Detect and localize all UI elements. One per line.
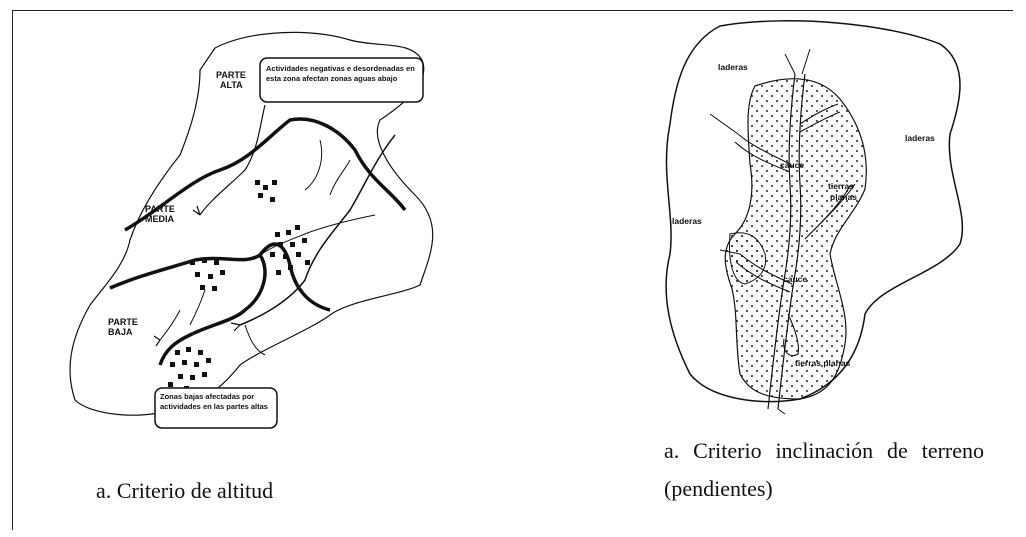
caption-altitude: a. Criterio de altitud bbox=[96, 472, 396, 510]
label-tierras-planas-1: tierras planas bbox=[828, 181, 857, 202]
divide-line bbox=[160, 255, 265, 365]
stream bbox=[160, 310, 180, 340]
stream bbox=[245, 325, 265, 355]
altitude-watershed-diagram: PARTE ALTA PARTE MEDIA PARTE BAJA Activi… bbox=[50, 20, 500, 440]
label-laderas-left: laderas bbox=[672, 216, 702, 226]
label-parte-alta-l1: PARTE bbox=[216, 70, 246, 80]
stream bbox=[190, 290, 205, 325]
label-cauce-top: cauce bbox=[780, 160, 804, 170]
label-parte-alta: PARTE ALTA bbox=[216, 70, 248, 90]
label-parte-baja: PARTE BAJA bbox=[108, 317, 140, 337]
stream bbox=[330, 160, 350, 195]
caption-slope: a. Criterio inclinación de terreno (pend… bbox=[664, 432, 984, 508]
settlement-cluster-middle bbox=[270, 225, 310, 275]
stream bbox=[305, 140, 322, 190]
stream bbox=[193, 206, 200, 215]
label-tierras-planas-2: tierras planas bbox=[795, 358, 851, 368]
settlement-cluster-lower bbox=[168, 347, 211, 391]
altitude-watershed-svg: PARTE ALTA PARTE MEDIA PARTE BAJA Activi… bbox=[50, 20, 500, 440]
callout-top-text: Actividades negativas e desordenadas en … bbox=[266, 64, 418, 84]
slope-watershed-svg: laderas laderas laderas cauce cauce tier… bbox=[640, 14, 1020, 414]
label-parte-media: PARTE MEDIA bbox=[145, 204, 177, 224]
settlement-cluster-upper bbox=[255, 180, 277, 202]
label-laderas-right: laderas bbox=[905, 133, 935, 143]
settlement-cluster-left bbox=[190, 258, 225, 291]
stream bbox=[154, 336, 160, 346]
slope-watershed-diagram: laderas laderas laderas cauce cauce tier… bbox=[640, 14, 1020, 414]
label-parte-alta-l2: ALTA bbox=[220, 80, 243, 90]
label-laderas-top: laderas bbox=[718, 62, 748, 72]
stream bbox=[231, 323, 240, 331]
label-cauce-mid: cauce bbox=[783, 274, 807, 284]
stream bbox=[200, 105, 265, 215]
callout-bottom-text: Zonas bajas afectadas por actividades en… bbox=[160, 392, 274, 412]
